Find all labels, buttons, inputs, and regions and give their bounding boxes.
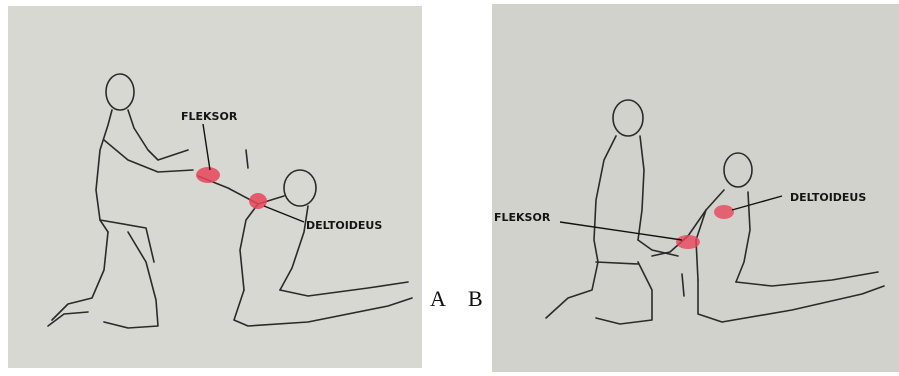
panel-b-illustration: FLEKSOR DELTOIDEUS xyxy=(492,0,899,376)
flexor-muscle-highlight xyxy=(196,167,220,183)
flexor-label: FLEKSOR xyxy=(181,110,238,123)
deltoid-label: DELTOIDEUS xyxy=(790,191,866,204)
panel-a-illustration: FLEKSOR DELTOIDEUS xyxy=(8,0,422,376)
panel-a-letter: A xyxy=(430,286,446,312)
flexor-label: FLEKSOR xyxy=(494,211,551,224)
paper-background xyxy=(492,4,899,372)
panel-b-letter: B xyxy=(468,286,483,312)
panel-b-drawing: FLEKSOR DELTOIDEUS xyxy=(492,0,899,376)
flexor-muscle-highlight xyxy=(676,235,700,249)
deltoid-label: DELTOIDEUS xyxy=(306,219,382,232)
deltoid-muscle-highlight xyxy=(714,205,734,219)
panel-a-drawing: FLEKSOR DELTOIDEUS xyxy=(8,0,422,376)
